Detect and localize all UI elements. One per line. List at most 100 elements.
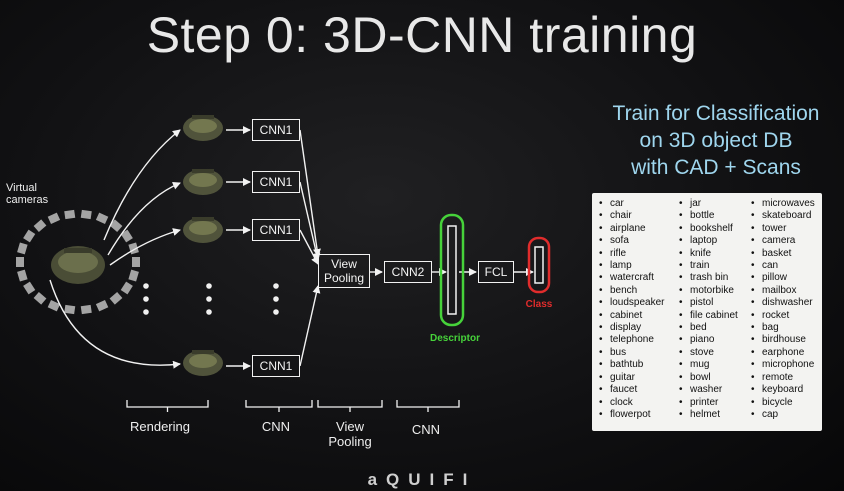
category-item: mug bbox=[676, 359, 738, 371]
camera-icon bbox=[33, 219, 47, 233]
category-column-1: carchairairplanesofariflelampwatercraftb… bbox=[596, 198, 664, 421]
virtual-camera-ring bbox=[16, 209, 140, 315]
camera-icon bbox=[47, 212, 61, 225]
flow-arrow bbox=[299, 285, 321, 367]
camera-icon bbox=[64, 304, 76, 315]
category-item: watercraft bbox=[596, 272, 664, 284]
ellipsis-dot bbox=[206, 309, 212, 315]
category-item: telephone bbox=[596, 334, 664, 346]
ellipsis-dot bbox=[273, 283, 279, 289]
ellipsis-dot bbox=[206, 283, 212, 289]
flow-arrow bbox=[299, 129, 321, 257]
cnn2-box: CNN2 bbox=[384, 261, 432, 283]
category-item: can bbox=[748, 260, 815, 272]
flow-arrow bbox=[107, 182, 181, 256]
center-object-icon bbox=[51, 246, 105, 284]
rendered-view-icon bbox=[183, 169, 223, 195]
category-item: rocket bbox=[748, 310, 815, 322]
ellipsis-dot bbox=[143, 283, 149, 289]
flow-arrow bbox=[299, 181, 321, 261]
category-item: flowerpot bbox=[596, 409, 664, 421]
stage-bracket bbox=[396, 400, 460, 412]
flow-arrow bbox=[299, 229, 319, 265]
category-item: train bbox=[676, 260, 738, 272]
slide-title: Step 0: 3D-CNN training bbox=[146, 7, 698, 63]
category-item: printer bbox=[676, 397, 738, 409]
camera-icon bbox=[95, 299, 109, 312]
cnn1-box-1: CNN1 bbox=[252, 119, 300, 141]
camera-icon bbox=[95, 212, 109, 225]
cnn-stage-label-2: CNN bbox=[411, 422, 441, 437]
stage-bracket bbox=[317, 400, 383, 412]
fcl-box: FCL bbox=[478, 261, 514, 283]
category-item: pistol bbox=[676, 297, 738, 309]
ellipsis-dot bbox=[143, 296, 149, 302]
category-item: car bbox=[596, 198, 664, 210]
category-item: bathtub bbox=[596, 359, 664, 371]
category-item: pillow bbox=[748, 272, 815, 284]
category-item: cabinet bbox=[596, 310, 664, 322]
category-item: stove bbox=[676, 347, 738, 359]
class-label: Class bbox=[525, 299, 553, 310]
category-item: washer bbox=[676, 384, 738, 396]
category-item: airplane bbox=[596, 223, 664, 235]
category-item: sofa bbox=[596, 235, 664, 247]
category-item: earphone bbox=[748, 347, 815, 359]
category-item: trash bin bbox=[676, 272, 738, 284]
category-item: dishwasher bbox=[748, 297, 815, 309]
category-item: motorbike bbox=[676, 285, 738, 297]
category-item: camera bbox=[748, 235, 815, 247]
category-item: tower bbox=[748, 223, 815, 235]
descriptor-vector bbox=[447, 225, 457, 315]
category-item: microphone bbox=[748, 359, 815, 371]
camera-icon bbox=[128, 269, 139, 282]
camera-icon bbox=[17, 242, 28, 255]
ellipsis-dot bbox=[206, 296, 212, 302]
rendered-view-icon bbox=[183, 217, 223, 243]
category-item: bench bbox=[596, 285, 664, 297]
descriptor-highlight bbox=[439, 213, 465, 327]
category-item: keyboard bbox=[748, 384, 815, 396]
category-item: birdhouse bbox=[748, 334, 815, 346]
ellipsis-dot bbox=[273, 309, 279, 315]
category-item: bed bbox=[676, 322, 738, 334]
rendered-view-icon bbox=[183, 350, 223, 376]
camera-icon bbox=[47, 299, 61, 312]
camera-icon bbox=[132, 257, 140, 267]
category-item: remote bbox=[748, 372, 815, 384]
category-list-panel: carchairairplanesofariflelampwatercraftb… bbox=[592, 193, 822, 431]
category-item: skateboard bbox=[748, 210, 815, 222]
stage-bracket bbox=[245, 400, 313, 412]
cnn1-box-3: CNN1 bbox=[252, 219, 300, 241]
flow-arrow bbox=[103, 129, 181, 241]
aquifi-logo: aQUIFI bbox=[367, 470, 477, 489]
training-description: Train for Classification on 3D object DB… bbox=[612, 102, 820, 179]
camera-icon bbox=[120, 229, 133, 243]
category-item: knife bbox=[676, 248, 738, 260]
ellipsis-dot bbox=[143, 309, 149, 315]
category-item: bottle bbox=[676, 210, 738, 222]
category-item: helmet bbox=[676, 409, 738, 421]
flow-arrow bbox=[49, 279, 181, 369]
category-column-2: jarbottlebookshelflaptopknifetraintrash … bbox=[676, 198, 738, 421]
descriptor-label: Descriptor bbox=[429, 333, 480, 344]
category-item: basket bbox=[748, 248, 815, 260]
category-column-3: microwavesskateboardtowercamerabasketcan… bbox=[748, 198, 815, 421]
camera-icon bbox=[80, 304, 92, 315]
camera-icon bbox=[17, 269, 28, 282]
category-item: bag bbox=[748, 322, 815, 334]
ellipsis-dot bbox=[273, 296, 279, 302]
category-item: bus bbox=[596, 347, 664, 359]
category-item: faucet bbox=[596, 384, 664, 396]
category-item: guitar bbox=[596, 372, 664, 384]
rendering-label: Rendering bbox=[130, 419, 190, 434]
category-item: jar bbox=[676, 198, 738, 210]
category-item: bowl bbox=[676, 372, 738, 384]
cnn1-box-4: CNN1 bbox=[252, 355, 300, 377]
camera-icon bbox=[33, 291, 47, 305]
category-item: display bbox=[596, 322, 664, 334]
camera-icon bbox=[23, 229, 36, 243]
